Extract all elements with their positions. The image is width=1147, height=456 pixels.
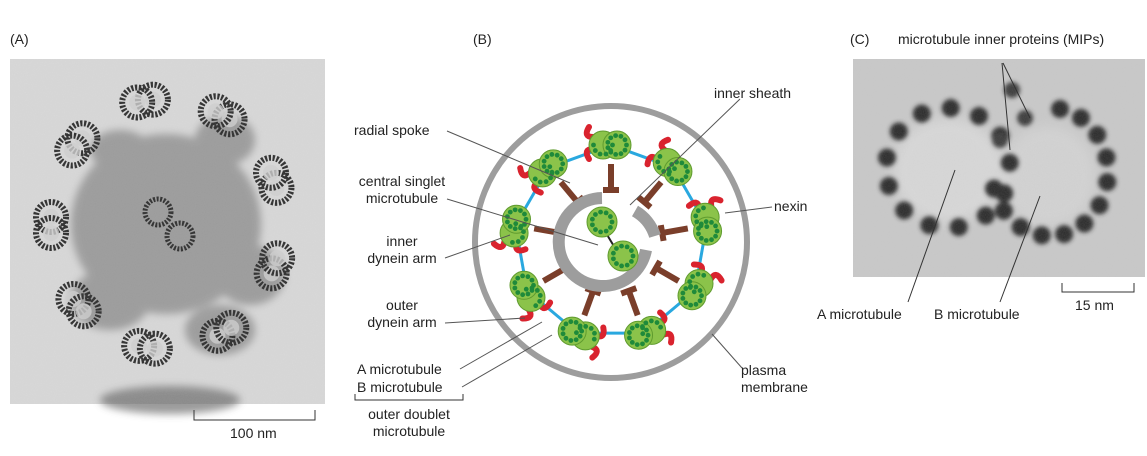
- radial-spoke: [642, 180, 664, 205]
- label-outer-doublet-2: microtubule: [372, 423, 446, 439]
- panel-a-scale-label: 100 nm: [230, 425, 277, 441]
- label-c-b-microtubule: B microtubule: [934, 306, 1020, 322]
- label-b-microtubule: B microtubule: [357, 379, 443, 395]
- panel-c-scale-label: 15 nm: [1075, 297, 1114, 313]
- label-nexin: nexin: [774, 198, 808, 214]
- panel-a-letter: (A): [10, 31, 29, 47]
- label-c-a-microtubule: A microtubule: [817, 306, 902, 322]
- label-plasma-membrane-2: membrane: [741, 379, 808, 395]
- label-radial-spoke: radial spoke: [354, 122, 430, 138]
- plasma-membrane-ring: [472, 103, 750, 381]
- label-inner-sheath: inner sheath: [714, 85, 792, 101]
- label-inner-dynein-2: dynein arm: [367, 250, 437, 266]
- radial-spoke: [625, 289, 641, 317]
- radial-spoke: [654, 265, 681, 284]
- radial-spoke: [661, 225, 689, 236]
- spoke-head: [620, 285, 638, 297]
- label-central-singlet-1: central singlet: [358, 173, 446, 189]
- panel-c-letter: (C): [850, 31, 870, 47]
- spoke-head: [636, 194, 653, 210]
- radial-spoke: [558, 180, 580, 205]
- panel-b-letter: (B): [473, 31, 492, 47]
- label-plasma-membrane-1: plasma: [741, 362, 787, 378]
- label-mips: microtubule inner proteins (MIPs): [898, 31, 1105, 47]
- label-outer-dynein-2: dynein arm: [367, 314, 437, 330]
- label-inner-dynein-1: inner: [386, 233, 418, 249]
- label-a-microtubule: A microtubule: [357, 361, 442, 377]
- radial-spoke: [581, 289, 597, 317]
- inner-sheath: [552, 192, 652, 292]
- spoke-head: [649, 259, 663, 277]
- label-central-singlet-2: microtubule: [365, 190, 439, 206]
- spoke-head: [657, 224, 667, 242]
- label-outer-dynein-1: outer: [386, 297, 418, 313]
- label-outer-doublet-1: outer doublet: [368, 406, 450, 422]
